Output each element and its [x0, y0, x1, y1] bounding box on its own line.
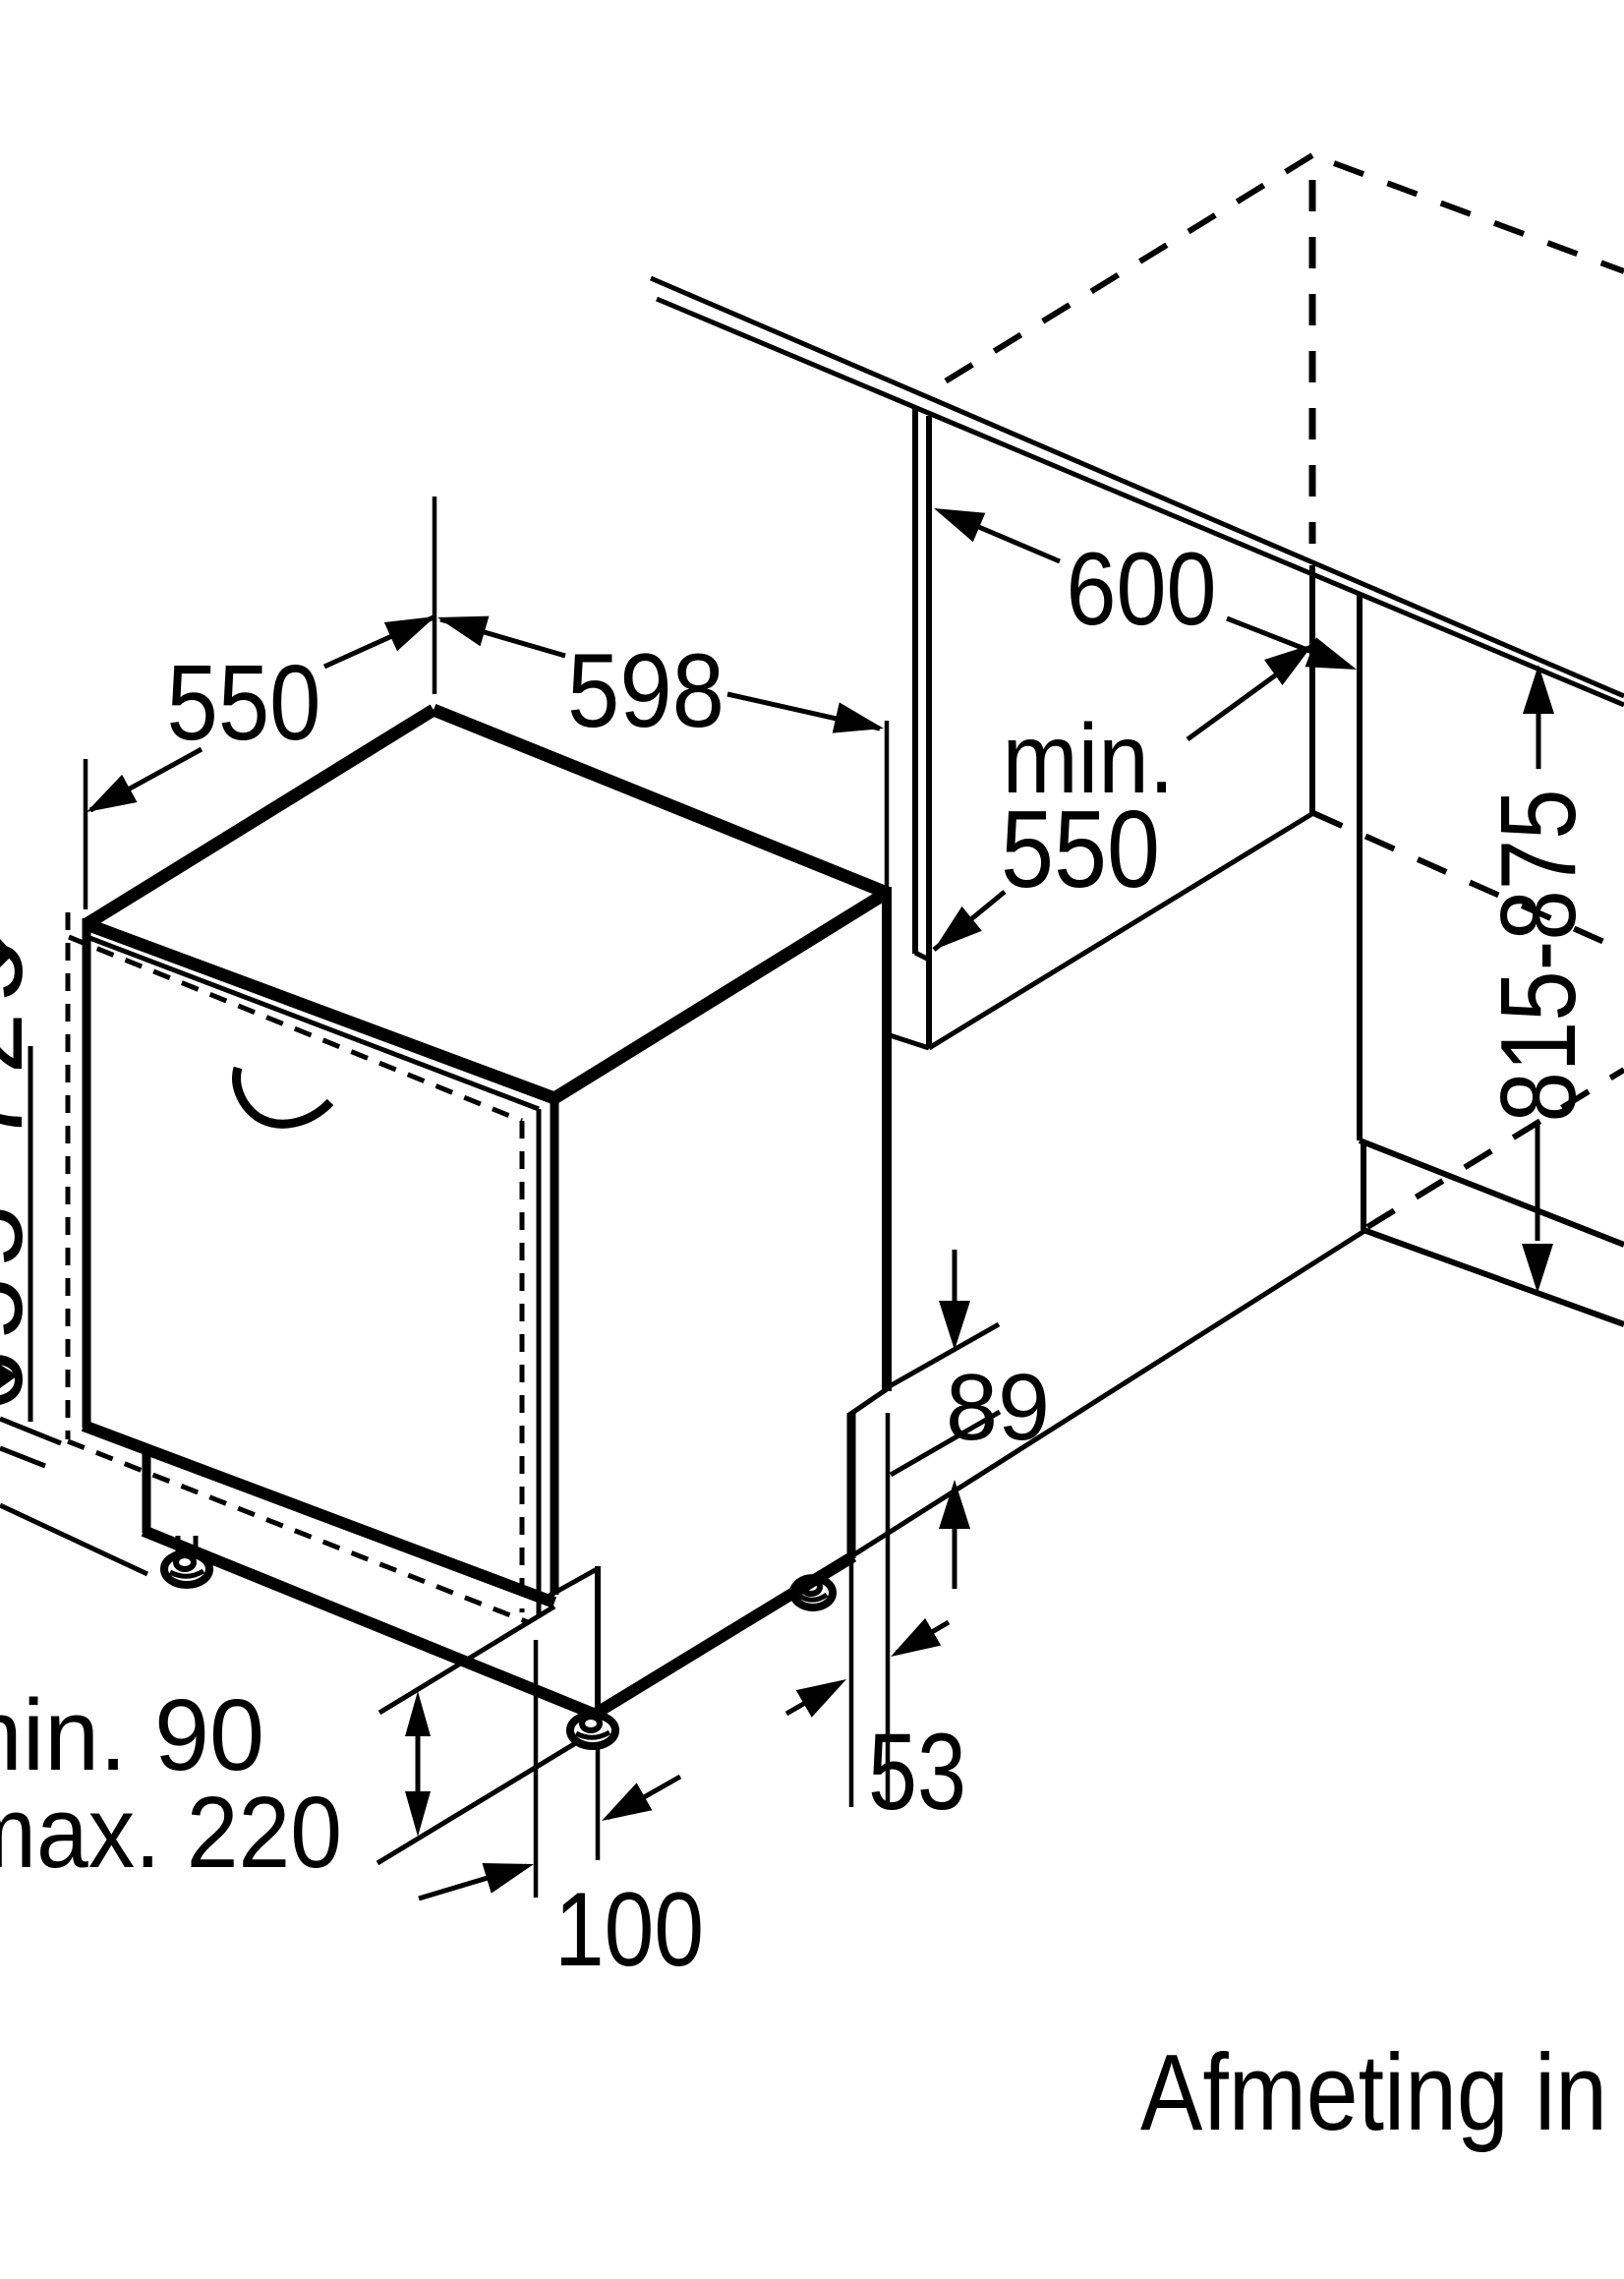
- svg-text:100: 100: [554, 1870, 704, 1988]
- svg-text:655-725: 655-725: [0, 940, 45, 1412]
- svg-text:600: 600: [1067, 532, 1217, 647]
- svg-text:550: 550: [167, 643, 321, 763]
- svg-text:89: 89: [946, 1355, 1050, 1460]
- svg-text:min.: min.: [1003, 704, 1175, 814]
- svg-text:min. 90: min. 90: [0, 1678, 264, 1791]
- svg-text:550: 550: [1001, 789, 1160, 910]
- svg-text:53: 53: [868, 1712, 966, 1833]
- svg-text:815-875: 815-875: [1479, 789, 1598, 1123]
- svg-text:598: 598: [567, 631, 725, 749]
- svg-text:max. 220: max. 220: [0, 1776, 342, 1889]
- svg-text:Afmeting in: Afmeting in: [1140, 2032, 1607, 2153]
